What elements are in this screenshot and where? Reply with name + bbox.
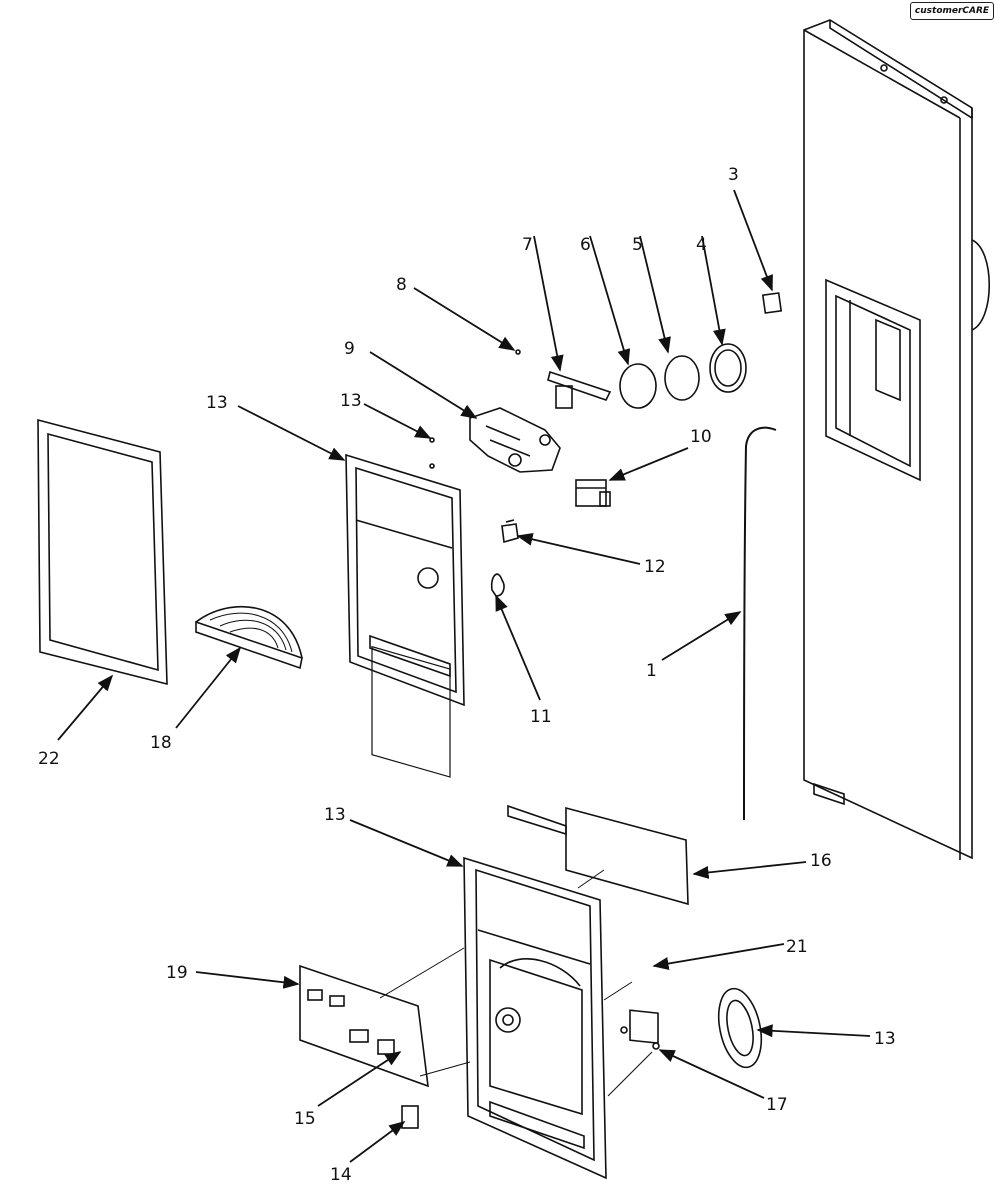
lens-part-5 <box>664 355 700 401</box>
callout-9: 9 <box>344 339 355 359</box>
dispenser-housing-lower <box>463 856 607 1180</box>
callout-19: 21 <box>786 937 808 957</box>
callout-11: 11 <box>530 707 552 727</box>
switch-part-13 <box>401 1105 419 1129</box>
callout-22: 22 <box>38 749 60 769</box>
customer-care-logo: customerCARE <box>910 2 994 20</box>
callout-13-bottom: 14 <box>330 1165 352 1185</box>
dispenser-housing-upper <box>345 453 465 778</box>
frame-part-22 <box>37 418 168 686</box>
freezer-door <box>803 19 990 860</box>
fitting-part-12 <box>501 519 519 544</box>
bracket-part-7 <box>547 370 612 409</box>
callout-4: 4 <box>696 235 707 255</box>
tube-part-1 <box>743 426 777 821</box>
callout-6: 6 <box>580 235 591 255</box>
callout-13-right: 13 <box>874 1029 896 1049</box>
callout-12: 12 <box>644 557 666 577</box>
drip-tray-part-16 <box>195 605 303 670</box>
bulb-part-11 <box>490 573 505 597</box>
callout-8: 8 <box>396 275 407 295</box>
pad-part-3 <box>761 292 783 314</box>
callout-16: 18 <box>150 733 172 753</box>
screw-part-15b <box>652 1042 660 1050</box>
callout-13-lower: 13 <box>324 805 346 825</box>
disc-part-6 <box>619 363 657 409</box>
callout-3: 3 <box>728 165 739 185</box>
callout-14: 16 <box>810 851 832 871</box>
ring-part-4 <box>709 343 747 393</box>
callout-17: 19 <box>166 963 188 983</box>
pad-part-19 <box>629 1009 659 1045</box>
callout-15: 17 <box>766 1095 788 1115</box>
callout-5: 5 <box>632 235 643 255</box>
callout-10: 10 <box>690 427 712 447</box>
callout-21: 13 <box>340 391 362 411</box>
paddle-part-13 <box>717 987 763 1069</box>
control-board-part-17 <box>299 964 429 1088</box>
valve-part-10 <box>575 479 611 507</box>
callout-1: 1 <box>646 661 657 681</box>
callout-13-upper: 13 <box>206 393 228 413</box>
callout-18: 15 <box>294 1109 316 1129</box>
actuator-assembly-part-9 <box>429 349 561 473</box>
panel-part-14 <box>507 804 689 906</box>
screw-part-15 <box>620 1026 628 1034</box>
callout-7: 7 <box>522 235 533 255</box>
